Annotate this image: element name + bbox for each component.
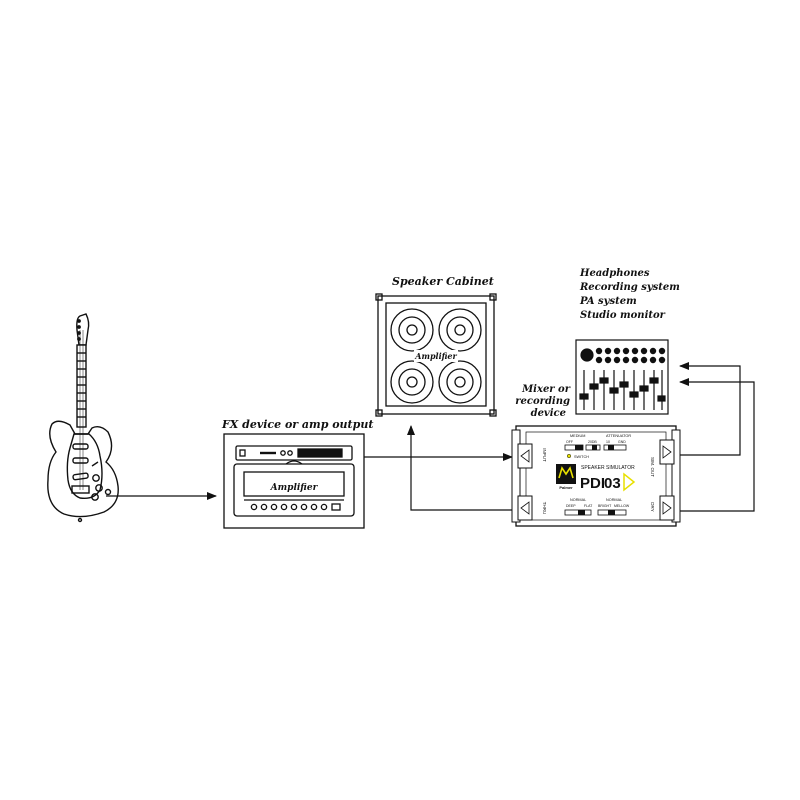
input-jack bbox=[517, 443, 533, 469]
voicing-deep: DEEP bbox=[566, 504, 576, 508]
fx-amp-unit bbox=[223, 433, 365, 529]
pdi-subtitle: SPEAKER SIMULATOR bbox=[581, 465, 635, 471]
cable-pdi-to-mixer-2 bbox=[676, 378, 755, 512]
atten-value-1: 20DB bbox=[588, 440, 597, 444]
atten-value-0: OFF bbox=[566, 440, 573, 444]
output-pa-system: PA system bbox=[579, 296, 637, 307]
pdi-model-number: 03 bbox=[604, 475, 621, 492]
fx-device-label: FX device or amp output bbox=[221, 418, 373, 431]
sim-out-label: SIM. OUT bbox=[650, 457, 655, 477]
dry-out-jack bbox=[659, 495, 675, 521]
amp-logo: Amplifier bbox=[270, 483, 319, 493]
mixer-label-line3: device bbox=[531, 408, 566, 419]
mixer-label: Mixer or recording device bbox=[515, 384, 570, 419]
output-destination-list: Headphones Recording system PA system St… bbox=[579, 268, 680, 321]
pdi-model-prefix: PDI bbox=[580, 475, 605, 492]
speaker-cabinet bbox=[375, 293, 497, 417]
attenuator-label: ATTENUATOR bbox=[606, 434, 631, 438]
cabinet-logo: Amplifier bbox=[414, 351, 457, 361]
atten-value-2: 10 bbox=[606, 440, 610, 444]
voicing-top-label: MEDIUM bbox=[570, 434, 585, 438]
normal-label-b: NORMAL bbox=[606, 498, 622, 502]
mixer-label-line2: recording bbox=[515, 396, 570, 407]
sim-out-jack bbox=[659, 439, 675, 465]
pdi03-speaker-simulator: INPUT THRU SIM. OUT DRY MEDIUM ATTENUATO… bbox=[511, 425, 681, 527]
speaker-cabinet-label: Speaker Cabinet bbox=[392, 275, 494, 288]
top-switch-row bbox=[564, 444, 627, 451]
output-headphones: Headphones bbox=[579, 268, 650, 279]
mixer-label-line1: Mixer or bbox=[521, 384, 571, 395]
atten-value-3: GND bbox=[618, 440, 626, 444]
switch-label: SWITCH bbox=[574, 455, 589, 459]
mixer-console bbox=[575, 339, 669, 415]
output-recording-system: Recording system bbox=[579, 282, 680, 293]
cable-pdi-thru-to-cabinet bbox=[407, 425, 516, 511]
palmer-brand: Palmer bbox=[559, 485, 573, 490]
normal-label-a: NORMAL bbox=[570, 498, 586, 502]
pdi-triangle-icon bbox=[623, 472, 636, 492]
dry-label: DRY bbox=[650, 502, 655, 511]
thru-label: THRU bbox=[542, 502, 547, 515]
bottom-switch-row bbox=[564, 509, 627, 516]
voicing-flat: FLAT bbox=[584, 504, 593, 508]
input-label: INPUT bbox=[542, 448, 547, 462]
voicing-mellow: MELLOW bbox=[614, 504, 630, 508]
thru-jack bbox=[517, 495, 533, 521]
output-studio-monitor: Studio monitor bbox=[580, 310, 666, 321]
cable-pdi-to-mixer-1 bbox=[676, 362, 741, 456]
switch-led-icon bbox=[566, 453, 572, 459]
voicing-bright: BRIGHT bbox=[598, 504, 612, 508]
palmer-logo bbox=[556, 464, 576, 484]
electric-guitar-illustration bbox=[47, 313, 119, 523]
